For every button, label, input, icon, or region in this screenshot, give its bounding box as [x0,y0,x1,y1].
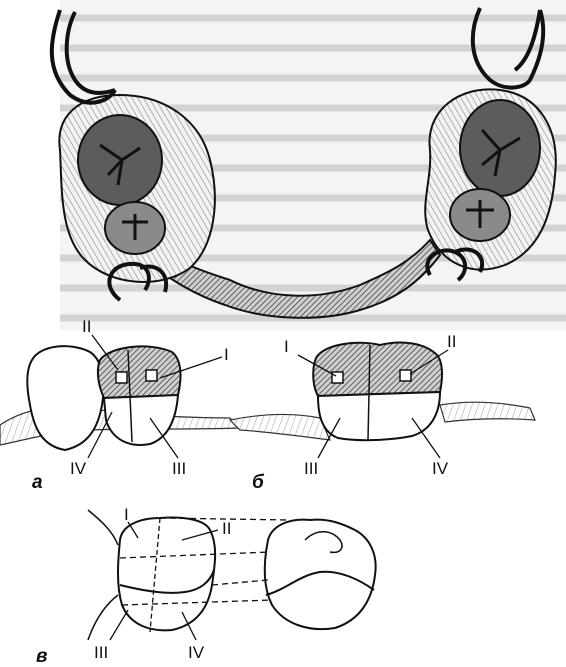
panel-c-label-II: II [222,519,231,538]
panel-b-rest-square-2 [400,370,411,381]
panel-a-abutment-body [104,395,178,445]
panel-a-label-IV: IV [70,459,87,478]
panel-c-left-contour [88,510,118,640]
panel-a: II I IV III а [0,317,240,493]
panel-c-label-IV: IV [188,643,205,662]
panel-c-letter: в [36,646,47,667]
partial-denture-illustration [52,0,566,330]
panel-b-molar-crown [313,343,442,396]
panel-b-label-I: I [284,337,289,356]
panel-b: I II III IV б [230,332,535,493]
panel-c-leader-III [110,610,128,640]
panel-c-label-I: I [124,505,129,524]
panel-b-rest-square-1 [332,372,343,383]
panel-a-letter: а [32,472,43,493]
panel-a-label-II: II [82,317,91,336]
panel-a-label-III: III [172,459,186,478]
panel-b-label-III: III [304,459,318,478]
panel-a-label-I: I [224,345,229,364]
panel-c-far-tooth [265,520,376,629]
panel-c-label-III: III [94,643,108,662]
panel-a-rest-square-1 [116,372,127,383]
panel-b-letter: б [252,472,265,493]
panel-c: I II III IV в [36,505,376,667]
panel-b-label-IV: IV [432,459,449,478]
panel-b-label-II: II [447,332,456,351]
panel-a-rest-square-2 [146,370,157,381]
panel-a-abutment-crown [98,346,181,398]
